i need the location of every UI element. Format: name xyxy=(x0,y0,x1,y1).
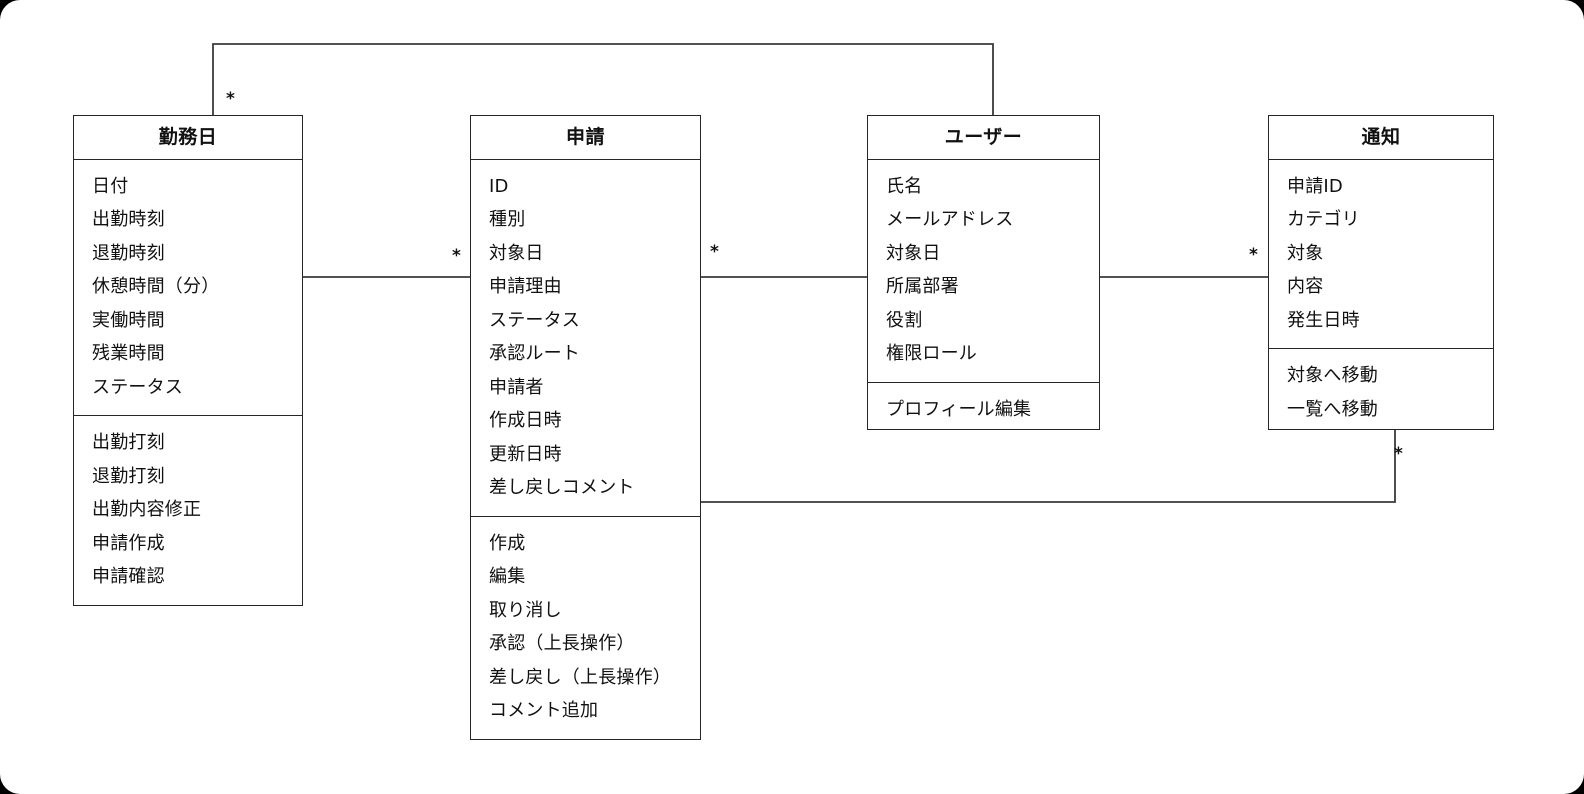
class-operation: 申請作成 xyxy=(92,532,165,554)
class-attribute: カテゴリ xyxy=(1287,209,1360,231)
class-operation: 承認（上長操作） xyxy=(489,633,635,655)
class-box-workday[interactable]: 勤務日 日付 出勤時刻 退勤時刻 休憩時間（分） 実働時間 残業時間 ステータス… xyxy=(73,115,303,606)
class-operation: 取り消し xyxy=(489,599,562,621)
link-workday-user xyxy=(212,43,994,116)
class-title-notification: 通知 xyxy=(1361,126,1401,148)
class-title-workday: 勤務日 xyxy=(158,126,218,148)
class-box-notification[interactable]: 通知 申請ID カテゴリ 対象 内容 発生日時 対象へ移動 一覧へ移動 xyxy=(1268,115,1494,430)
class-attribute: 内容 xyxy=(1287,276,1324,298)
class-attribute: 氏名 xyxy=(886,175,923,197)
class-divider xyxy=(74,415,302,417)
class-attributes-notification: 申請ID カテゴリ 対象 内容 発生日時 xyxy=(1269,160,1493,349)
class-attribute: 種別 xyxy=(489,209,526,231)
class-operation: 出勤打刻 xyxy=(92,432,165,454)
multiplicity-workday-request: * xyxy=(452,246,461,266)
class-attribute: 実働時間 xyxy=(92,309,165,331)
class-divider xyxy=(1269,158,1493,160)
class-attribute: 退勤時刻 xyxy=(92,242,165,264)
class-operation: 退勤打刻 xyxy=(92,465,165,487)
class-operation: 対象へ移動 xyxy=(1287,365,1378,387)
class-attribute: ID xyxy=(489,175,509,197)
class-attribute: 承認ルート xyxy=(489,343,580,365)
class-attribute: 残業時間 xyxy=(92,343,165,365)
class-attribute: 申請理由 xyxy=(489,276,562,298)
class-operation: プロフィール編集 xyxy=(886,398,1032,420)
class-divider xyxy=(868,158,1099,160)
class-attribute: ステータス xyxy=(489,309,580,331)
class-attribute: 役割 xyxy=(886,309,923,331)
multiplicity-request-user: * xyxy=(710,242,719,262)
class-operation: 作成 xyxy=(489,532,526,554)
class-divider xyxy=(471,515,700,517)
class-operation: 一覧へ移動 xyxy=(1287,398,1378,420)
class-attribute: 所属部署 xyxy=(886,276,959,298)
class-attributes-user: 氏名 メールアドレス 対象日 所属部署 役割 権限ロール xyxy=(868,160,1099,382)
multiplicity-user-notification: * xyxy=(1249,245,1258,265)
class-operation: 申請確認 xyxy=(92,566,165,588)
class-divider xyxy=(868,381,1099,383)
class-attribute: 作成日時 xyxy=(489,410,562,432)
class-attribute: メールアドレス xyxy=(886,209,1014,231)
class-box-user[interactable]: ユーザー 氏名 メールアドレス 対象日 所属部署 役割 権限ロール プロフィール… xyxy=(867,115,1100,430)
class-attribute: 休憩時間（分） xyxy=(92,276,220,298)
class-attribute: 日付 xyxy=(92,175,129,197)
class-attribute: 対象日 xyxy=(886,242,941,264)
class-box-request[interactable]: 申請 ID 種別 対象日 申請理由 ステータス 承認ルート 申請者 作成日時 更… xyxy=(470,115,701,740)
class-attribute: 対象日 xyxy=(489,242,544,264)
link-request-notification xyxy=(700,429,1396,503)
class-attributes-request: ID 種別 対象日 申請理由 ステータス 承認ルート 申請者 作成日時 更新日時… xyxy=(471,160,700,516)
class-operation: 編集 xyxy=(489,566,526,588)
multiplicity-workday-user: * xyxy=(226,89,235,109)
class-operation: 差し戻し（上長操作） xyxy=(489,666,671,688)
class-operation: コメント追加 xyxy=(489,700,599,722)
class-operation: 出勤内容修正 xyxy=(92,499,202,521)
class-operations-notification: 対象へ移動 一覧へ移動 xyxy=(1269,349,1493,437)
class-attribute: 申請者 xyxy=(489,376,544,398)
multiplicity-notification-request: * xyxy=(1394,444,1403,464)
class-title-user: ユーザー xyxy=(944,126,1023,148)
class-attribute: 発生日時 xyxy=(1287,309,1360,331)
class-attribute: ステータス xyxy=(92,376,183,398)
class-divider xyxy=(471,158,700,160)
class-divider xyxy=(1269,348,1493,350)
class-attributes-workday: 日付 出勤時刻 退勤時刻 休憩時間（分） 実働時間 残業時間 ステータス xyxy=(74,160,302,416)
class-title-request: 申請 xyxy=(565,126,605,148)
class-attribute: 対象 xyxy=(1287,242,1324,264)
class-divider xyxy=(74,158,302,160)
class-attribute: 更新日時 xyxy=(489,443,562,465)
class-attribute: 権限ロール xyxy=(886,343,977,365)
class-attribute: 出勤時刻 xyxy=(92,209,165,231)
class-attribute: 差し戻しコメント xyxy=(489,477,635,499)
class-attribute: 申請ID xyxy=(1287,175,1343,197)
class-operations-workday: 出勤打刻 退勤打刻 出勤内容修正 申請作成 申請確認 xyxy=(74,416,302,605)
class-operations-request: 作成 編集 取り消し 承認（上長操作） 差し戻し（上長操作） コメント追加 xyxy=(471,517,700,739)
class-operations-user: プロフィール編集 xyxy=(868,383,1099,438)
